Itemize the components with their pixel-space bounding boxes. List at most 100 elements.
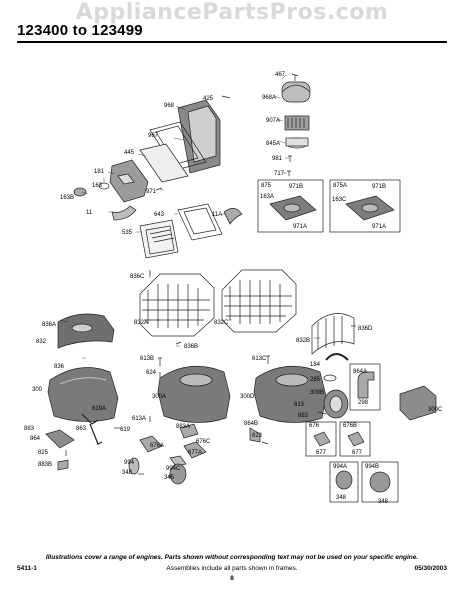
deflector-676a-part [139,435,163,453]
disclaimer: Illustrations cover a range of engines. … [45,554,419,561]
callout: 883A [176,424,190,430]
cartridge-535-part [139,219,179,259]
washer-883-part [317,411,327,415]
callout: 676 [309,423,320,429]
spark-arrestor-994a-part [335,470,353,490]
deflector-676c-part [183,441,207,459]
callout: 285 [310,377,321,383]
callout: 613B [140,356,154,362]
precleaner-part [284,115,310,131]
carb-adapter-part [109,159,149,203]
bracket-863-part [89,423,103,445]
leader-lines [59,74,320,359]
guard-832a-part [139,273,215,337]
title-rule [17,41,447,43]
callout: 613C [252,356,267,362]
screw-613b-part [158,357,162,366]
callout: 300C [428,407,443,413]
spark-arrestor-994-part [128,457,140,475]
callout: 875A [333,183,347,189]
callout: 994A [333,464,347,470]
callout: 883 [298,413,309,419]
deflector-676-part [313,431,331,447]
callout: 184 [310,362,321,368]
callout: 836 [54,364,65,370]
grommet-part [98,182,110,190]
callout: 300B [310,390,324,396]
callout: 624 [146,370,157,376]
callout: 968 [164,103,175,109]
callout: 613 [294,402,305,408]
callout: 425 [203,96,214,102]
callout: 445 [124,150,135,156]
callout: 864A [353,369,367,375]
muffler-300-part [47,367,119,422]
filter-element-part [285,137,309,149]
callout: 971B [372,184,386,190]
air-cleaner-875a-part [345,195,395,221]
gasket-285-part [323,374,337,382]
callout: 836A [42,322,56,328]
frames-note: Assemblies include all parts shown in fr… [166,565,298,572]
callout: 535 [122,230,133,236]
callout: 863 [76,426,87,432]
muffler-300b-part [323,389,349,419]
air-cleaner-875-part [269,195,317,221]
deflector-864-part [45,429,75,449]
callout: 875 [261,183,272,189]
clamp-184-part [325,353,349,361]
callout: 994B [365,464,379,470]
callout: 11 [86,210,93,216]
spark-arrestor-994b-part [369,471,391,493]
callout: 832B [296,338,310,344]
deflector-676b-part [347,431,365,447]
shield-832-part [57,313,115,349]
callout-labels: 467 968A 907A 845A 981 717 425 968 967 4… [24,72,443,505]
callout: 676A [150,443,164,449]
callout: 832 [36,339,47,345]
callout: 967 [148,133,159,139]
guard-832c-part [221,269,297,333]
callout: 883 [24,426,35,432]
callout: 971 [146,189,157,195]
callout: 676B [343,423,357,429]
frame-994a [329,461,359,503]
breather-tube-part [111,205,137,221]
callout: 163B [60,195,74,201]
callout: 907A [266,118,280,124]
muffler-300a-part [157,365,231,423]
filter-445-part [139,143,189,183]
callout: 676C [196,439,211,445]
callout: 643 [154,212,165,218]
callout: 467 [275,72,286,78]
callout: 163A [260,194,274,200]
page-number: 8 [230,575,234,582]
seal-163b-part [73,187,87,197]
bracket-883b-part [57,459,69,471]
callout: 619 [120,427,131,433]
callout: 832A [134,320,148,326]
guard-832b-part [311,313,355,355]
callout: 864B [244,421,258,427]
watermark: AppliancePartsPros.com [75,0,389,25]
elbow-864a-part [357,371,375,399]
doc-date: 05/30/2003 [414,565,447,572]
callout: 836B [184,344,198,350]
callout: 968A [262,95,276,101]
frame-994b [361,461,399,503]
callout: 971A [293,224,307,230]
callout: 677A [188,450,202,456]
frame-676 [305,421,337,457]
callout: 883B [38,462,52,468]
screw-971-part [155,187,163,191]
callout: 836C [130,274,145,280]
screw-823-part [261,441,269,445]
frame-875a [329,179,401,233]
screw-613c-part [266,355,270,364]
screw-836b-part [175,341,182,345]
callout: 981 [272,156,283,162]
deflector-677a-part [169,455,187,467]
frame-864a [349,363,381,411]
callout: 971B [289,184,303,190]
